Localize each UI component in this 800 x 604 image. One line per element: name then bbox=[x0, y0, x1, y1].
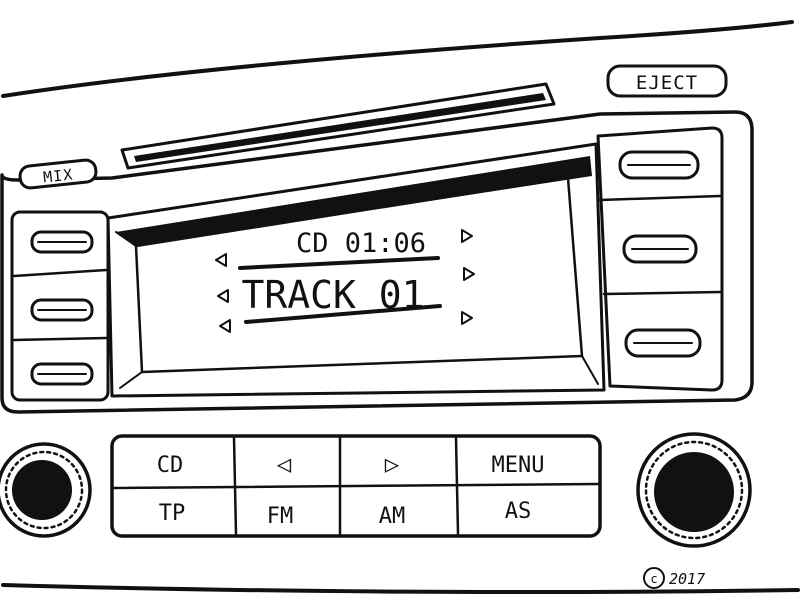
tuning-knob[interactable] bbox=[636, 432, 752, 548]
face-plate bbox=[0, 110, 754, 414]
cd-button-label: CD bbox=[157, 453, 184, 478]
left-preset-column bbox=[10, 210, 110, 402]
preset-button-right-3[interactable] bbox=[624, 328, 702, 358]
seek-forward-icon: ▷ bbox=[385, 450, 400, 478]
fm-button[interactable]: FM bbox=[240, 492, 336, 532]
tp-button-label: TP bbox=[159, 501, 186, 526]
display-bezel bbox=[106, 142, 606, 398]
mix-label: MIX bbox=[42, 165, 74, 186]
menu-button-label: MENU bbox=[492, 453, 545, 478]
right-preset-column bbox=[596, 126, 724, 392]
seek-forward-button[interactable]: ▷ bbox=[344, 442, 452, 484]
outer-trim bbox=[1, 20, 794, 98]
lcd-left-arrow-icon bbox=[215, 253, 227, 267]
volume-knob[interactable] bbox=[0, 442, 92, 538]
cd-slot[interactable] bbox=[120, 82, 556, 170]
copyright-year: 2017 bbox=[669, 570, 705, 588]
lcd-screen: CD 01:06 TRACK 01 bbox=[215, 228, 475, 333]
copyright-mark: c 2017 bbox=[643, 567, 705, 589]
outer-trim-bottom bbox=[1, 583, 800, 595]
button-bank bbox=[110, 434, 602, 538]
am-button[interactable]: AM bbox=[344, 492, 452, 532]
mix-button[interactable]: MIX bbox=[18, 158, 98, 190]
lcd-upper-rule bbox=[238, 256, 440, 270]
fm-button-label: FM bbox=[267, 504, 294, 529]
copyright-icon bbox=[643, 567, 665, 589]
lcd-left-arrow-icon bbox=[217, 289, 229, 303]
lcd-lower-rule bbox=[244, 304, 442, 324]
lcd-right-arrow-icon bbox=[461, 229, 473, 243]
preset-button-left-3[interactable] bbox=[30, 362, 94, 386]
cd-button[interactable]: CD bbox=[118, 442, 228, 484]
preset-button-right-2[interactable] bbox=[622, 234, 698, 264]
preset-button-right-1[interactable] bbox=[618, 150, 700, 180]
preset-button-left-1[interactable] bbox=[30, 230, 94, 254]
lcd-right-arrow-icon bbox=[463, 267, 475, 281]
lcd-source-time: CD 01:06 bbox=[296, 228, 426, 259]
seek-back-button[interactable]: ◁ bbox=[240, 442, 336, 484]
lcd-left-arrow-icon bbox=[219, 319, 231, 333]
lcd-right-arrow-icon bbox=[461, 311, 473, 325]
as-button-label: AS bbox=[505, 499, 532, 524]
menu-button[interactable]: MENU bbox=[460, 442, 596, 482]
eject-label: EJECT bbox=[636, 72, 698, 94]
seek-back-icon: ◁ bbox=[277, 450, 292, 478]
eject-button[interactable]: EJECT bbox=[606, 64, 728, 98]
am-button-label: AM bbox=[379, 504, 406, 529]
svg-text:c: c bbox=[650, 572, 657, 586]
preset-button-left-2[interactable] bbox=[30, 298, 94, 322]
tp-button[interactable]: TP bbox=[118, 492, 230, 532]
as-button[interactable]: AS bbox=[462, 490, 596, 530]
